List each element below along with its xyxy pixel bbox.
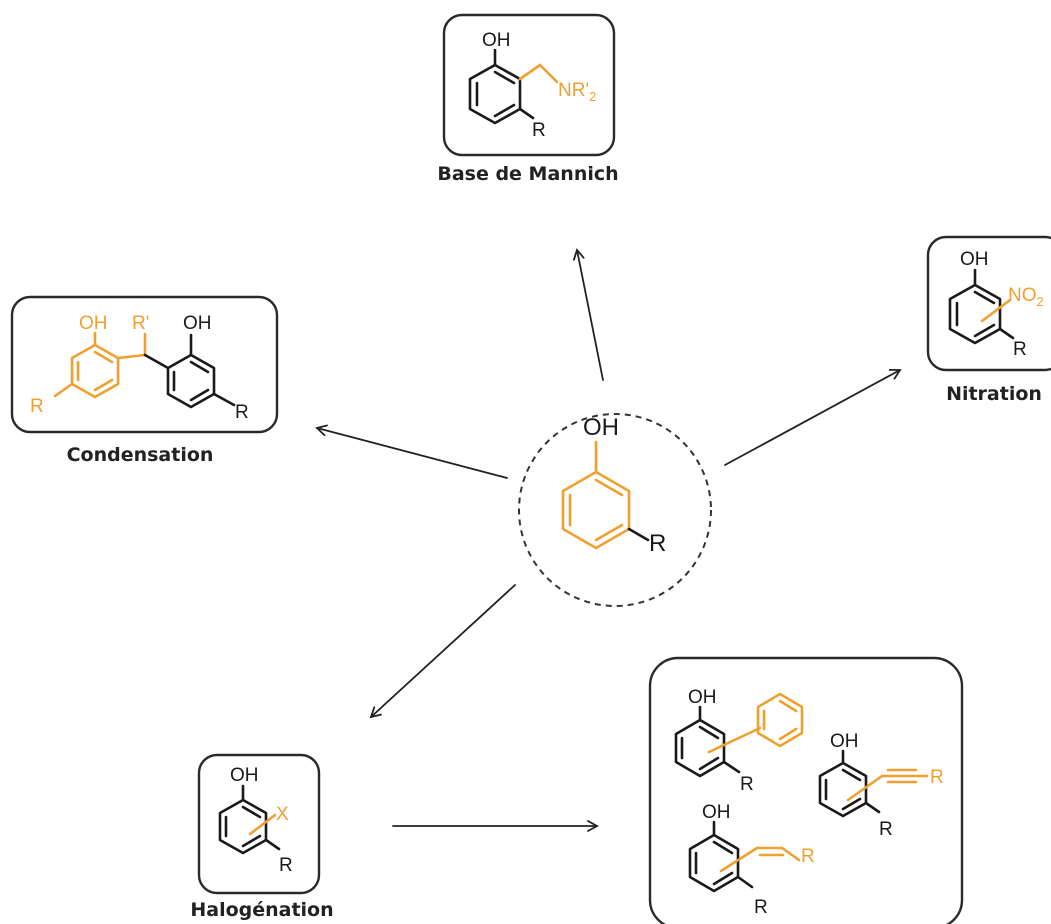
alkene-r: R — [754, 897, 768, 918]
aryl-r: R — [740, 774, 754, 795]
nitration-no2: NO2 — [1008, 285, 1044, 309]
nitration-label: Nitration — [946, 383, 1042, 405]
center-oh: OH — [583, 414, 619, 441]
arrow-to-nitration — [724, 368, 902, 466]
center-ring — [561, 440, 650, 550]
coupling-box — [648, 656, 964, 924]
condensation-r-left: R — [30, 396, 44, 417]
mannich-box — [442, 13, 616, 157]
alkene-r-end: R — [801, 846, 815, 867]
halogenation-oh: OH — [230, 765, 259, 786]
alkene-oh: OH — [702, 802, 731, 823]
nitration-oh: OH — [960, 249, 989, 270]
condensation-box — [10, 295, 279, 434]
condensation-label: Condensation — [67, 444, 214, 466]
alkyne-oh: OH — [830, 731, 859, 752]
halogenation-label: Halogénation — [190, 899, 333, 921]
dashed-circle — [518, 413, 712, 607]
halogenation-box — [197, 753, 321, 895]
nitration-box — [926, 235, 1051, 372]
condensation-r-prime: R' — [132, 313, 149, 334]
halogenation-x: X — [276, 804, 289, 825]
condensation-oh-right: OH — [183, 313, 212, 334]
condensation-panel: OH R' OH R R Condensation — [10, 295, 279, 466]
arrow-to-halogenation — [369, 584, 516, 719]
alkyne-r: R — [879, 819, 893, 840]
aryl-oh: OH — [688, 687, 717, 708]
alkyne-r-end: R — [930, 767, 944, 788]
nitration-r: R — [1013, 339, 1027, 360]
arrow-to-mannich — [572, 248, 604, 381]
center-phenol: OH R — [518, 413, 712, 607]
arrow-to-condensation — [315, 424, 508, 479]
arrows — [315, 248, 902, 832]
aryl-product: OH R — [674, 687, 804, 795]
condensation-oh-left: OH — [79, 313, 108, 334]
center-r: R — [649, 530, 666, 557]
alkene-product: OH R R — [688, 802, 815, 918]
coupling-panel: OH R OH R R — [648, 656, 964, 924]
halogenation-panel: OH X R Halogénation — [190, 753, 334, 921]
mannich-r: R — [532, 120, 546, 141]
halogenation-r: R — [279, 855, 293, 876]
mannich-label: Base de Mannich — [437, 163, 618, 185]
alkyne-product: OH R R — [818, 731, 944, 840]
mannich-nr: NR'2 — [558, 80, 596, 104]
nitration-panel: OH NO2 R Nitration — [926, 235, 1051, 405]
mannich-panel: OH NR'2 R Base de Mannich — [437, 13, 619, 185]
condensation-r-right: R — [235, 402, 249, 423]
mannich-oh: OH — [482, 30, 511, 51]
